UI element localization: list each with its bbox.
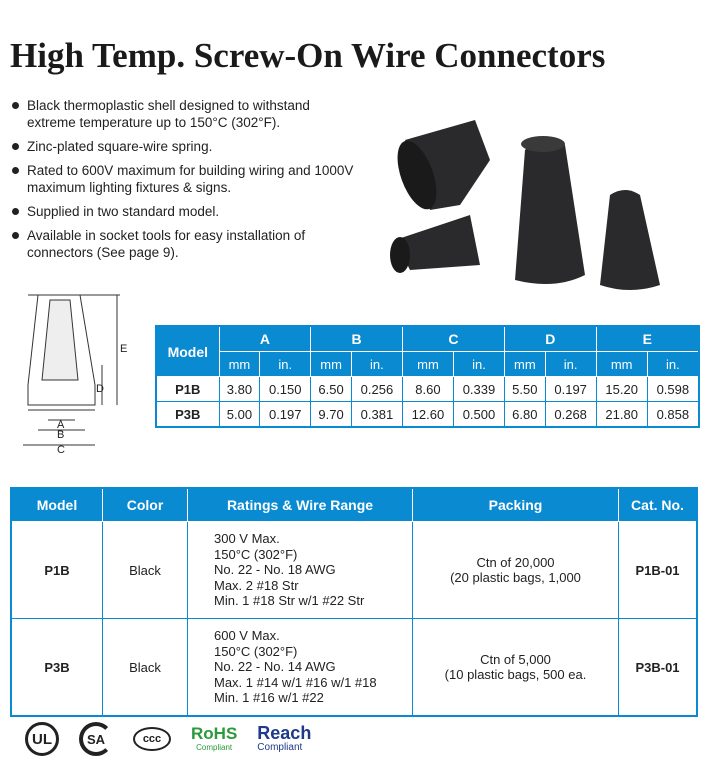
value-cell: 5.00 — [218, 401, 261, 428]
value-cell: 9.70 — [310, 401, 352, 428]
value-cell: 5.50 — [504, 376, 546, 402]
header-c: C — [401, 325, 506, 352]
unit-header: in. — [646, 351, 700, 377]
unit-header: in. — [350, 351, 403, 377]
value-cell: 0.858 — [646, 401, 700, 428]
packing-cell: Ctn of 5,000(10 plastic bags, 500 ea. — [412, 618, 619, 717]
value-cell: 3.80 — [218, 376, 261, 402]
header-e: E — [595, 325, 700, 352]
value-cell: 21.80 — [595, 401, 648, 428]
header-color: Color — [102, 487, 188, 522]
rating-line: Min. 1 #16 w/1 #22 — [214, 690, 324, 706]
rating-line: Max. 1 #14 w/1 #16 w/1 #18 — [214, 674, 377, 690]
header-cat-no: Cat. No. — [618, 487, 698, 522]
unit-header: in. — [259, 351, 312, 377]
label-e: E — [120, 343, 127, 355]
unit-header: mm — [310, 351, 352, 377]
header-d: D — [504, 325, 597, 352]
rating-line: No. 22 - No. 14 AWG — [214, 659, 336, 675]
value-cell: 6.50 — [310, 376, 352, 402]
unit-header: mm — [595, 351, 648, 377]
ul-logo: UL — [25, 722, 59, 756]
value-cell: 0.381 — [350, 401, 403, 428]
cat-no-cell: P1B-01 — [618, 521, 698, 619]
value-cell: 0.150 — [259, 376, 312, 402]
unit-header: in. — [544, 351, 597, 377]
feature-item: Black thermoplastic shell designed to wi… — [10, 97, 355, 131]
value-cell: 0.339 — [452, 376, 506, 402]
rating-line: No. 22 - No. 18 AWG — [214, 562, 336, 578]
label-b: B — [57, 429, 64, 441]
model-cell: P1B — [155, 376, 220, 402]
unit-header: mm — [504, 351, 546, 377]
model-cell: P3B — [10, 618, 103, 717]
ratings-cell: 300 V Max.150°C (302°F)No. 22 - No. 18 A… — [187, 521, 413, 619]
value-cell: 8.60 — [401, 376, 454, 402]
header-model: Model — [155, 325, 220, 377]
rating-line: 600 V Max. — [214, 628, 280, 644]
label-d: D — [96, 383, 104, 395]
rating-line: 150°C (302°F) — [214, 546, 298, 562]
header-model: Model — [10, 487, 103, 522]
unit-header: in. — [452, 351, 506, 377]
header-ratings: Ratings & Wire Range — [187, 487, 413, 522]
ccc-logo: CCC — [133, 727, 171, 751]
header-a: A — [218, 325, 312, 352]
feature-item: Zinc-plated square-wire spring. — [10, 138, 355, 155]
feature-item: Rated to 600V maximum for building wirin… — [10, 162, 355, 196]
value-cell: 0.197 — [259, 401, 312, 428]
value-cell: 15.20 — [595, 376, 648, 402]
packing-line: Ctn of 20,000 — [476, 555, 555, 570]
color-cell: Black — [102, 521, 188, 619]
ratings-cell: 600 V Max.150°C (302°F)No. 22 - No. 14 A… — [187, 618, 413, 717]
packing-line: (20 plastic bags, 1,000 — [450, 570, 581, 585]
value-cell: 0.256 — [350, 376, 403, 402]
color-cell: Black — [102, 618, 188, 717]
feature-list: Black thermoplastic shell designed to wi… — [10, 97, 355, 268]
model-cell: P3B — [155, 401, 220, 428]
value-cell: 0.268 — [544, 401, 597, 428]
csa-logo: SA — [79, 722, 113, 756]
page-title: High Temp. Screw-On Wire Connectors — [10, 36, 606, 75]
label-c: C — [57, 444, 65, 456]
value-cell: 0.197 — [544, 376, 597, 402]
label-a: A — [57, 419, 65, 431]
feature-item: Supplied in two standard model. — [10, 203, 355, 220]
header-packing: Packing — [412, 487, 619, 522]
rating-line: 150°C (302°F) — [214, 643, 298, 659]
feature-item: Available in socket tools for easy insta… — [10, 227, 355, 261]
packing-line: Ctn of 5,000 — [480, 652, 551, 667]
value-cell: 12.60 — [401, 401, 454, 428]
rating-line: 300 V Max. — [214, 531, 280, 547]
unit-header: mm — [218, 351, 261, 377]
dimension-diagram: E D A B C — [23, 294, 127, 456]
value-cell: 0.598 — [646, 376, 700, 402]
cat-no-cell: P3B-01 — [618, 618, 698, 717]
unit-header: mm — [401, 351, 454, 377]
rating-line: Min. 1 #18 Str w/1 #22 Str — [214, 593, 365, 609]
model-cell: P1B — [10, 521, 103, 619]
specs-table: Model Color Ratings & Wire Range Packing… — [10, 487, 698, 717]
packing-line: (10 plastic bags, 500 ea. — [444, 667, 587, 682]
header-b: B — [310, 325, 403, 352]
rating-line: Max. 2 #18 Str — [214, 577, 299, 593]
product-photo — [390, 120, 660, 290]
value-cell: 0.500 — [452, 401, 506, 428]
packing-cell: Ctn of 20,000(20 plastic bags, 1,000 — [412, 521, 619, 619]
value-cell: 6.80 — [504, 401, 546, 428]
